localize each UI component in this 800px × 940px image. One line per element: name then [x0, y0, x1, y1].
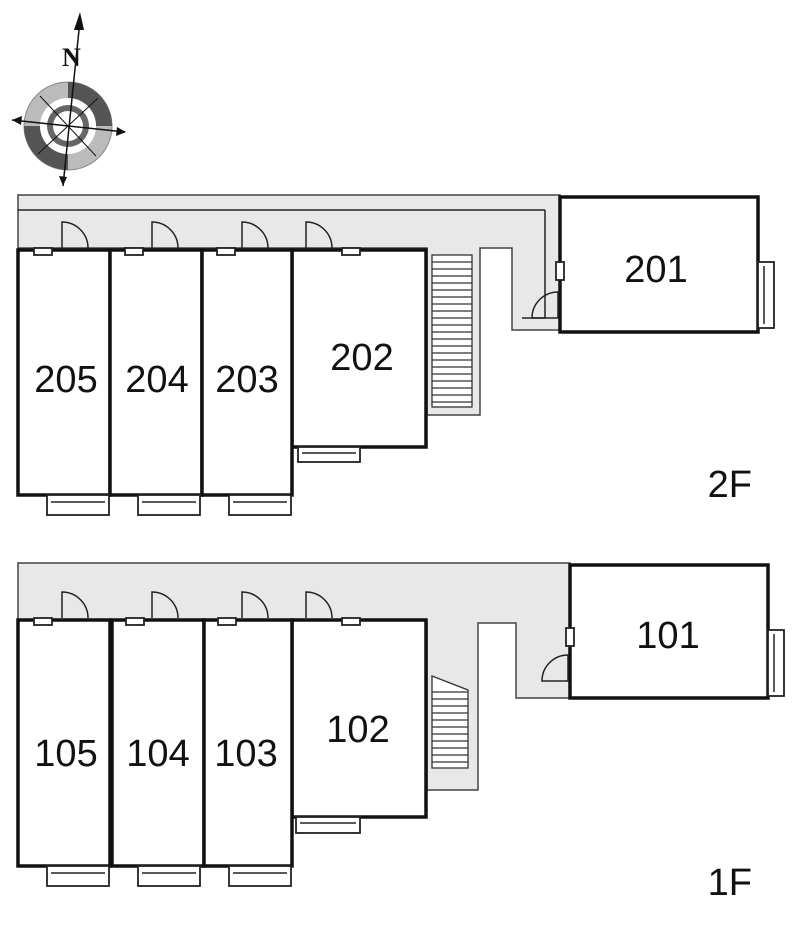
unit-label-202: 202: [330, 337, 393, 379]
unit-204: [108, 248, 204, 497]
balcony-105: [46, 865, 110, 887]
floor-2f: 205 204 203 202 201 2F: [16, 194, 775, 516]
unit-103: [202, 618, 294, 868]
unit-label-105: 105: [34, 733, 97, 775]
door-103: [217, 591, 269, 626]
door-104: [125, 591, 179, 626]
unit-201: [558, 195, 760, 334]
balcony-104: [137, 865, 201, 887]
floor-1f: 105 104 103 102 101 1F: [16, 562, 785, 904]
floor-label-2f: 2F: [708, 464, 752, 506]
balcony-103: [228, 865, 292, 887]
balcony-201: [757, 261, 775, 329]
floor-label-1f: 1F: [708, 862, 752, 904]
staircase-2f: [431, 254, 473, 408]
window-201: [555, 261, 565, 281]
door-101: [541, 654, 569, 682]
balcony-203: [228, 494, 292, 516]
door-202: [305, 221, 361, 256]
door-205: [33, 221, 89, 256]
unit-label-201: 201: [624, 249, 687, 291]
balcony-101: [767, 629, 785, 697]
unit-label-204: 204: [125, 359, 188, 401]
unit-104: [110, 618, 206, 868]
unit-102: [290, 618, 428, 819]
unit-label-102: 102: [326, 709, 389, 751]
compass-rose-icon: [11, 12, 126, 187]
balcony-205: [46, 494, 110, 516]
door-204: [124, 221, 179, 256]
unit-label-101: 101: [636, 615, 699, 657]
staircase-1f: [431, 675, 469, 769]
unit-label-205: 205: [34, 359, 97, 401]
unit-105: [16, 618, 112, 868]
door-105: [33, 591, 89, 626]
balcony-102: [295, 816, 361, 834]
door-102: [305, 591, 361, 626]
window-101: [565, 627, 575, 647]
balcony-202: [297, 446, 361, 463]
door-201: [531, 291, 559, 319]
unit-label-103: 103: [214, 733, 277, 775]
unit-101: [568, 563, 770, 700]
unit-label-203: 203: [215, 359, 278, 401]
unit-label-104: 104: [126, 733, 189, 775]
balcony-204: [137, 494, 201, 516]
north-label: N: [62, 43, 81, 72]
unit-203: [200, 248, 294, 497]
door-203: [216, 221, 269, 256]
unit-202: [290, 248, 428, 449]
